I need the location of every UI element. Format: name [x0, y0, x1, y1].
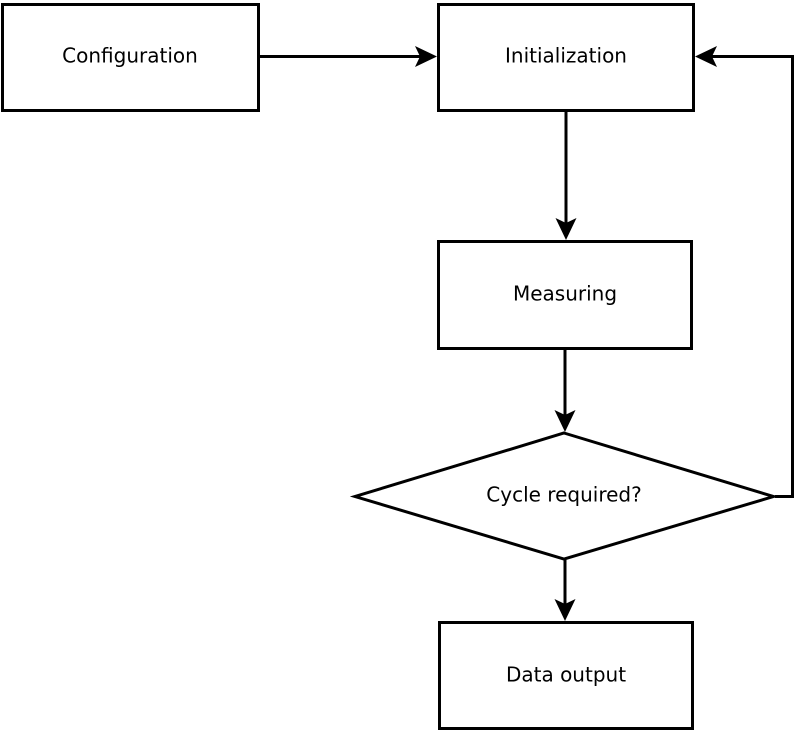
initialization-box[interactable] [437, 3, 695, 112]
edge-measuring-to-cycle-required [554, 350, 576, 432]
node-configuration[interactable]: Configuration [1, 3, 260, 112]
measuring-box[interactable] [437, 240, 693, 350]
node-data-output[interactable]: Data output [438, 621, 694, 730]
initialization-label: Initialization [505, 44, 627, 68]
data-output-box[interactable] [438, 621, 694, 730]
arrowhead-into-measuring-top [555, 218, 577, 240]
node-measuring[interactable]: Measuring [437, 240, 693, 350]
node-initialization[interactable]: Initialization [437, 3, 695, 112]
arrowhead-into-data-output-top [554, 599, 576, 621]
edge-cycle-required-to-data-output [554, 560, 576, 621]
arrowhead-into-cycle-required-top [554, 410, 576, 432]
configuration-box[interactable] [1, 3, 260, 112]
node-cycle-required[interactable]: Cycle required? [349, 431, 779, 561]
measuring-label: Measuring [513, 282, 617, 306]
arrowhead-into-initialization-left [415, 46, 437, 67]
edge-line-feedback-loop [709, 55, 794, 498]
cycle-required-diamond[interactable] [349, 431, 779, 561]
edge-cycle-required-to-initialization-loop [695, 46, 794, 498]
arrowhead-into-initialization-right [695, 46, 717, 67]
data-output-label: Data output [506, 663, 626, 687]
configuration-label: Configuration [62, 44, 198, 68]
cycle-required-label: Cycle required? [486, 483, 641, 507]
edge-initialization-to-measuring [555, 112, 577, 240]
edge-configuration-to-initialization [260, 46, 437, 67]
